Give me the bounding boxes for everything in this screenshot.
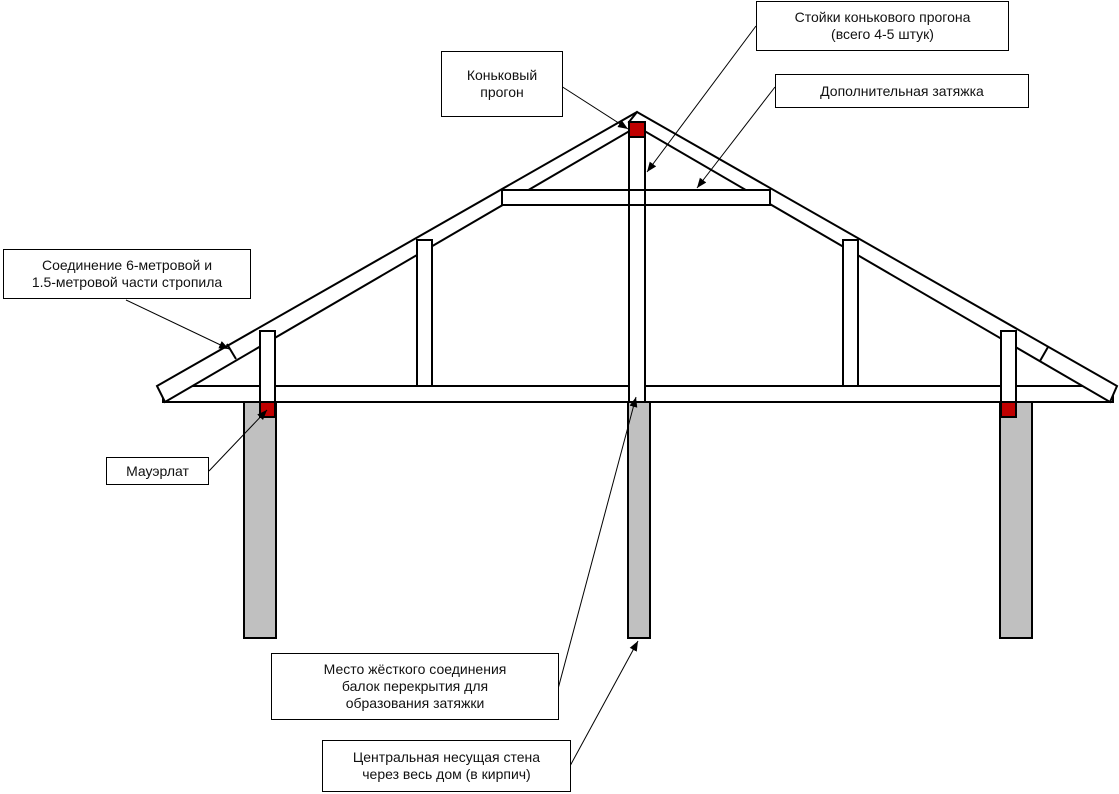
right-inner-post xyxy=(842,239,859,387)
leader-rigid-joint xyxy=(557,396,638,690)
ridge-beam-block xyxy=(628,121,646,138)
label-extra-tie: Дополнительная затяжка xyxy=(775,74,1029,108)
right-mauerlat-block xyxy=(1000,401,1017,418)
right-rafter-joint xyxy=(1039,346,1049,362)
left-outer-post xyxy=(259,330,276,403)
label-ridge-posts: Стойки конькового прогона (всего 4-5 шту… xyxy=(756,1,1009,51)
post-through-tie xyxy=(630,191,644,204)
right-rafter xyxy=(627,110,1119,404)
leader-rafter-joint xyxy=(125,299,230,350)
leader-ridge-beam xyxy=(560,85,629,130)
leader-mauerlat xyxy=(208,409,268,472)
label-central-wall: Центральная несущая стена через весь дом… xyxy=(322,740,571,792)
left-wall xyxy=(243,401,277,639)
right-wall xyxy=(999,401,1033,639)
label-ridge-beam: Коньковый прогон xyxy=(441,51,563,117)
leader-central-wall xyxy=(569,640,639,767)
label-mauerlat: Мауэрлат xyxy=(106,457,209,485)
leader-extra-tie xyxy=(696,86,776,189)
right-outer-post xyxy=(1000,330,1017,403)
central-ridge-post xyxy=(628,121,646,403)
left-inner-post xyxy=(416,239,433,387)
central-wall xyxy=(627,401,651,639)
leader-ridge-posts xyxy=(646,25,757,173)
label-rigid-joint: Место жёсткого соединения балок перекрыт… xyxy=(271,653,559,720)
label-rafter-joint: Соединение 6-метровой и 1.5-метровой час… xyxy=(3,249,251,299)
